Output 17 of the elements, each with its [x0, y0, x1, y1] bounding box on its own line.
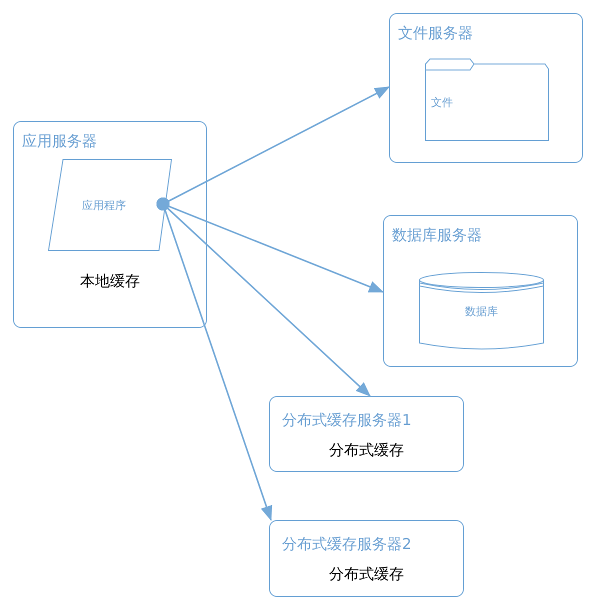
server-box — [389, 13, 583, 163]
server-title: 文件服务器 — [398, 23, 473, 44]
server-title: 分布式缓存服务器2 — [282, 534, 412, 555]
server-title: 应用服务器 — [22, 131, 97, 152]
arrow — [156, 198, 272, 521]
server-title: 数据库服务器 — [392, 225, 482, 246]
server-box — [383, 215, 578, 367]
node-text: 分布式缓存 — [328, 564, 405, 585]
server-box — [269, 396, 464, 472]
server-box — [13, 121, 207, 328]
node-text: 分布式缓存 — [328, 440, 405, 461]
node-text: 文件 — [431, 95, 453, 111]
server-title: 分布式缓存服务器1 — [282, 410, 412, 431]
server-box — [269, 520, 464, 597]
node-text: 应用程序 — [82, 198, 126, 214]
node-text: 数据库 — [465, 304, 498, 320]
node-text: 本地缓存 — [79, 271, 141, 292]
